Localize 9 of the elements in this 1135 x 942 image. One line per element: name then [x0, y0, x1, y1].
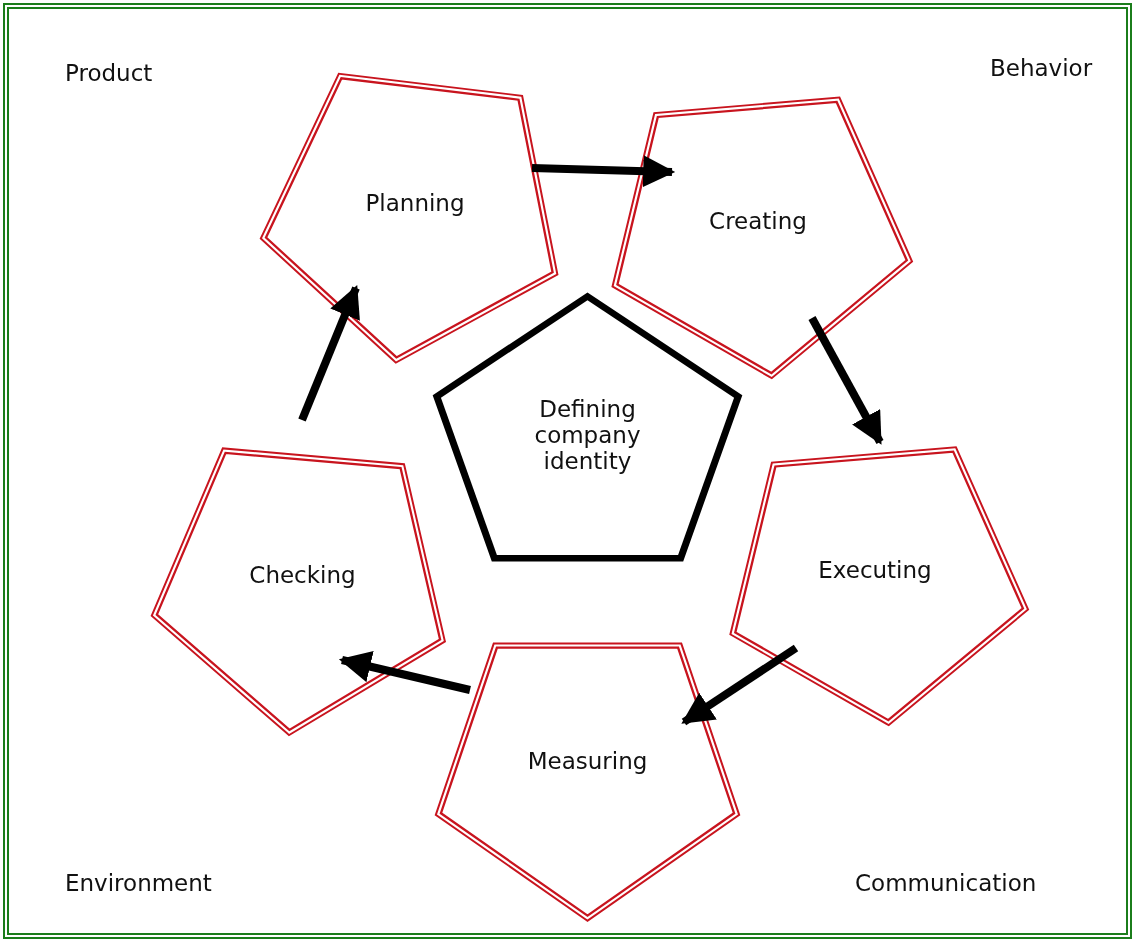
arrow	[338, 651, 471, 694]
corner-label: Communication	[855, 870, 1037, 896]
corner-label: Behavior	[990, 55, 1093, 81]
arrow	[808, 316, 884, 445]
arrow	[681, 644, 799, 726]
arrow	[531, 155, 676, 188]
arrow	[298, 285, 360, 422]
corner-label: Product	[65, 60, 153, 86]
corner-label: Environment	[65, 870, 212, 896]
